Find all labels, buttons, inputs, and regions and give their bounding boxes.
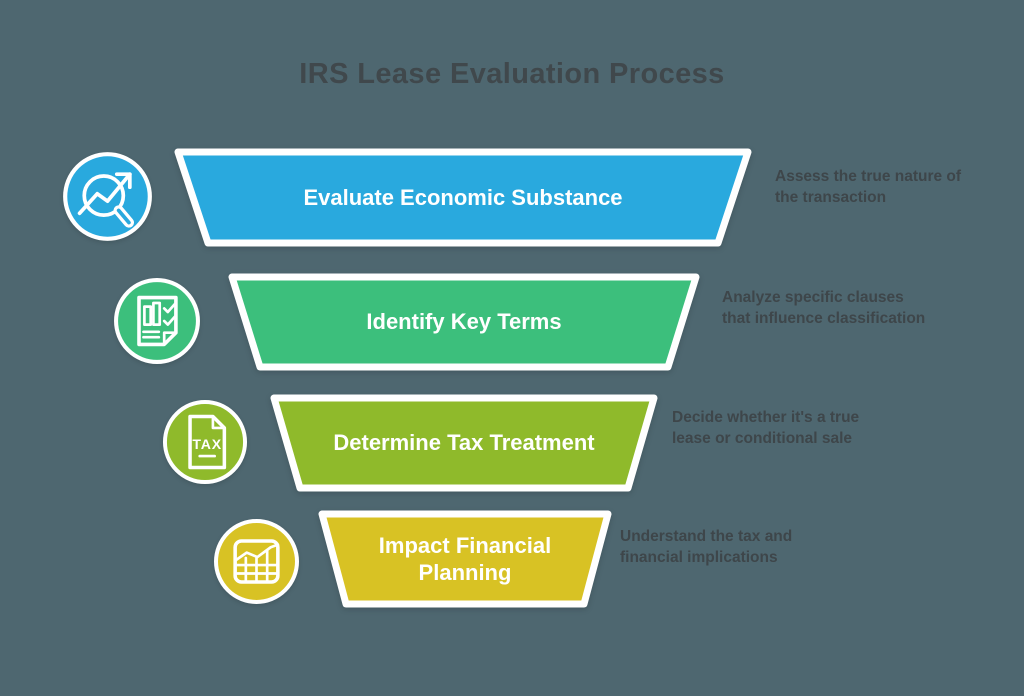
document-checklist-icon: [114, 278, 200, 364]
magnifier-trend-icon: [63, 152, 152, 241]
funnel-stage-1: Evaluate Economic Substance: [170, 148, 756, 247]
funnel-stage-2-shape: [228, 273, 700, 371]
funnel-stage-4-shape: [318, 510, 612, 608]
funnel-stage-4-note: Understand the tax and financial implica…: [620, 528, 793, 567]
funnel-stage-3-label: Determine Tax Treatment: [333, 430, 595, 456]
page-title: IRS Lease Evaluation Process: [299, 58, 725, 90]
funnel-stage-2-note: Analyze specific clauses that influence …: [722, 289, 926, 328]
funnel-stage-1-note: Assess the true nature of the transactio…: [775, 168, 962, 207]
funnel-stage-1-shape: [174, 148, 752, 247]
funnel-stage-2-label: Identify Key Terms: [366, 309, 562, 335]
funnel-stage-3-shape: [270, 394, 658, 492]
funnel-stage-3: Determine Tax Treatment: [266, 394, 662, 492]
funnel-stage-2: Identify Key Terms: [224, 273, 704, 371]
tax-icon-text: TAX: [192, 436, 222, 452]
funnel-stage-4-label: Impact Financial Planning: [378, 532, 552, 586]
funnel-stage-3-note: Decide whether it's a true lease or cond…: [672, 409, 860, 448]
funnel-stage-1-label: Evaluate Economic Substance: [303, 184, 623, 210]
tax-document-icon: TAX: [162, 399, 248, 485]
funnel-stage-4: Impact Financial Planning: [314, 510, 616, 608]
financial-chart-icon: [214, 519, 299, 604]
